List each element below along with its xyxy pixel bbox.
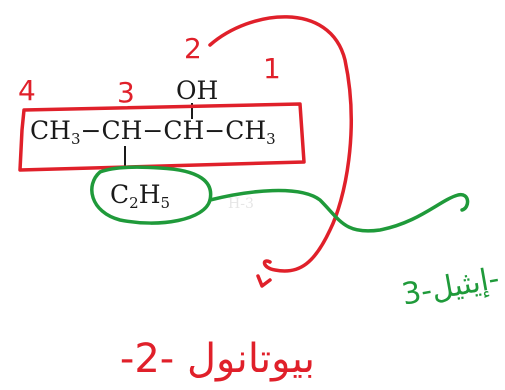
ethyl-circle xyxy=(90,165,213,225)
bond: − xyxy=(204,116,226,145)
carbon-3: CH xyxy=(101,116,143,145)
arabic-name-butanol: -2- بيوتانول xyxy=(120,336,315,382)
ethyl-group: C2H5 xyxy=(110,180,171,212)
number-4: 4 xyxy=(18,74,36,107)
carbon-4: CH3 xyxy=(30,116,81,148)
number-1: 1 xyxy=(263,52,281,85)
hydroxyl-bond xyxy=(191,103,193,119)
green-connector xyxy=(208,188,470,233)
carbon-2: CH xyxy=(163,116,205,145)
red-arrow-tip xyxy=(256,274,272,288)
hydroxyl-group: OH xyxy=(176,76,219,105)
faint-background-text: H-3 xyxy=(228,196,254,212)
bond: − xyxy=(142,116,164,145)
ethyl-bond xyxy=(124,146,126,168)
carbon-1: CH3 xyxy=(225,116,276,148)
main-carbon-chain: CH3−CH−CH−CH3 xyxy=(30,118,276,147)
red-connector-arrow xyxy=(208,15,353,273)
main-chain-box xyxy=(18,102,306,172)
number-3: 3 xyxy=(117,76,135,109)
number-2: 2 xyxy=(184,32,202,65)
arabic-name-ethyl: 3-إيثيل- xyxy=(399,261,502,313)
bond: − xyxy=(80,116,102,145)
